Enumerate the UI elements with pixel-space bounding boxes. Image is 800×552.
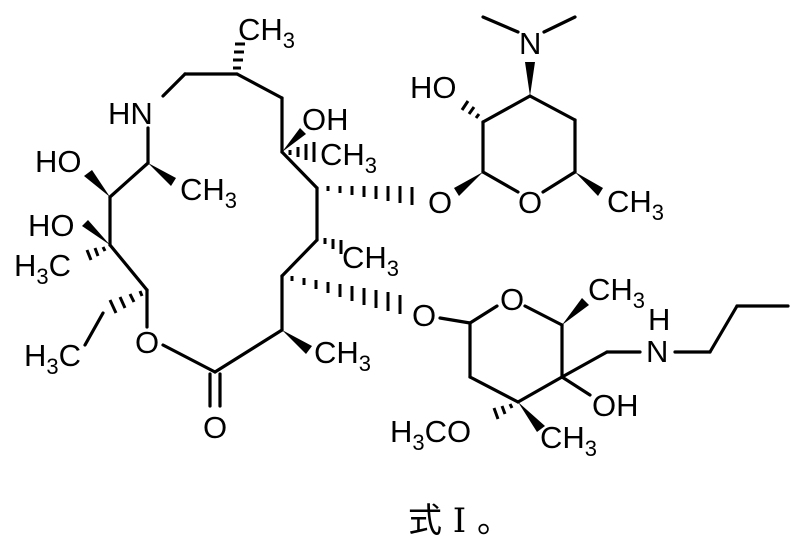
hashed-bond-ethyl (108, 290, 144, 314)
hashed-bond-cladinose-link (290, 276, 402, 314)
wedge-bond-methyl-c10 (148, 163, 176, 186)
desosamine-glycosidic-o-label: O (428, 185, 452, 220)
wedge-bond-methyl-cladinose-bottom (518, 402, 545, 432)
macrocycle-bonds (83, 72, 319, 408)
ho-desosamine-label: HO (410, 70, 457, 105)
hashed-bond-desosamine-link (326, 186, 414, 205)
methoxy-label: H3CO (390, 414, 471, 455)
cladinose-methyl-bottom-label: CH3 (540, 420, 597, 461)
cladinose-oh-label: OH (592, 388, 639, 423)
lactone-ring-o-label: O (135, 325, 159, 360)
methyl-c4-label: CH3 (342, 240, 399, 281)
desosamine-methyl-label: CH3 (607, 184, 664, 225)
methyl-c10-label: CH3 (180, 172, 237, 213)
hashed-bond-ho-desosamine (460, 100, 481, 119)
desosamine-ring-o-label: O (518, 185, 542, 220)
hashed-bond-methoxy (492, 403, 514, 420)
hashed-bond-methyl-c6 (288, 142, 316, 162)
amine-n-label: N (646, 334, 668, 369)
wedge-bond-glycosidic-o (454, 172, 483, 196)
nh-label: HN (108, 96, 153, 131)
h3c-ethyl-label: H3C (24, 338, 81, 379)
cladinose-ring-o-label: O (500, 282, 524, 317)
oh-c6-label: OH (302, 102, 349, 137)
wedge-bond-methyl-cladinose-top (562, 298, 589, 325)
hashed-bond-h3c-c12 (85, 246, 107, 261)
methyl-top-label: CH3 (238, 12, 295, 53)
hashed-bond-methyl-c4 (323, 238, 343, 254)
figure-caption: 式 I 。 (408, 501, 511, 541)
h3c-c12-label: H3C (14, 248, 71, 289)
methyl-c2-label: CH3 (314, 335, 371, 376)
amine-h-label: H (648, 302, 670, 337)
wedge-bond-oh (282, 128, 306, 152)
cladinose-glycosidic-o-label: O (412, 298, 436, 333)
cladinose-methyl-top-label: CH3 (588, 272, 645, 313)
wedge-bond-methyl-c2 (282, 330, 312, 354)
desosamine-bonds (481, 15, 577, 194)
carbonyl-o-label: O (203, 410, 227, 445)
wedge-bond-n (525, 62, 535, 96)
hashed-bond-methyl-top (233, 42, 245, 70)
wedge-bond-ho-c12 (82, 220, 110, 245)
methyl-c6-label: CH3 (320, 137, 377, 178)
wedge-bond-ho-c11 (84, 170, 110, 197)
dimethylamino-n-label: N (519, 26, 541, 61)
ho-c11-label: HO (35, 144, 82, 179)
ho-c12-label: HO (28, 208, 75, 243)
cladinose-bonds (438, 304, 790, 404)
wedge-bond-methyl-desosamine (575, 172, 603, 196)
